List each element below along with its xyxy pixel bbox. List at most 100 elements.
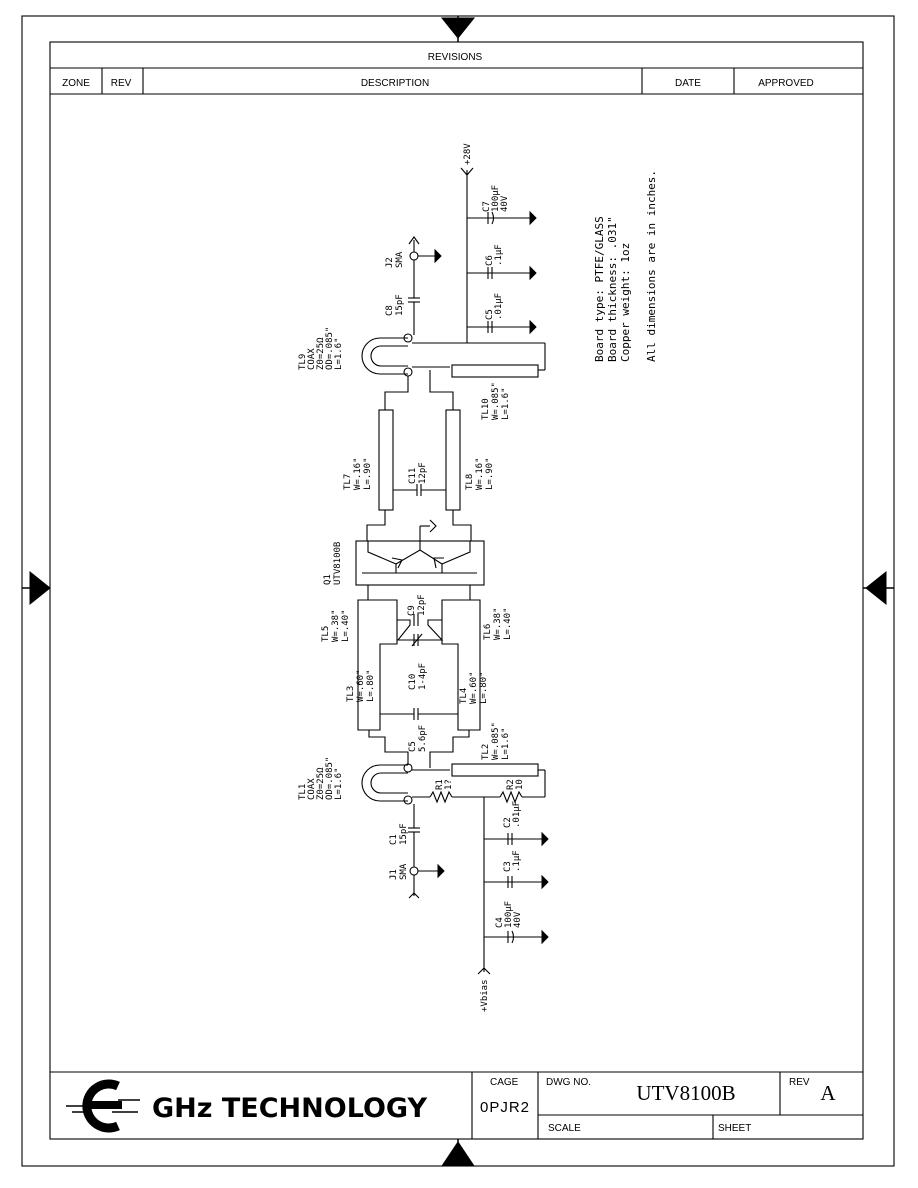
component-label-line: 15pF <box>395 294 405 316</box>
component-label-line: W=.38" <box>331 609 341 642</box>
dwg-no-label: DWG NO. <box>546 1077 591 1088</box>
dwg-no-value: UTV8100B <box>636 1081 735 1105</box>
component-label-line: 12pF <box>417 594 427 616</box>
note-line: Board thickness: .031" <box>606 216 619 362</box>
component-label-line: C8 <box>385 305 395 316</box>
component-label-line: 1-4pF <box>418 663 428 690</box>
component-label-line: Z0=25Ω <box>316 337 326 370</box>
component-label-line: L=.40" <box>341 609 351 642</box>
component-label-line: W=.085" <box>491 382 501 420</box>
col-zone: ZONE <box>62 78 90 89</box>
component-label-c2: C2.01μF <box>503 801 522 828</box>
note-line: All dimensions are in inches. <box>645 170 658 362</box>
component-label-c6: C6.1μF <box>485 244 504 266</box>
component-label-line: C10 <box>408 674 418 690</box>
component-label-line: C1 <box>389 834 399 845</box>
component-label-line: L=1.6" <box>334 337 344 370</box>
component-label-line: SMA <box>399 863 409 880</box>
component-label-line: TL8 <box>465 474 475 490</box>
component-label-line: Z0=25Ω <box>316 767 326 800</box>
component-label-line: L=.90" <box>363 457 373 490</box>
component-label-line: L=1.6" <box>501 727 511 760</box>
component-label-line: W=.38" <box>493 607 503 640</box>
inner-border <box>49 41 864 1140</box>
component-label-line: W=.16" <box>475 457 485 490</box>
note-line: Board type: PTFE/GLASS <box>593 216 606 362</box>
cage-label: CAGE <box>490 1077 519 1088</box>
ground-icon <box>529 319 537 335</box>
component-label-line: 100μF <box>504 901 514 928</box>
component-label-line: TL9 <box>298 354 308 370</box>
component-label-line: SMA <box>395 251 405 268</box>
outer-border <box>21 15 895 1167</box>
ground-icon <box>541 831 549 847</box>
component-label-line: TL5 <box>321 626 331 642</box>
component-label-line: .1μF <box>494 244 504 266</box>
supply-bias-label: +Vbias <box>480 979 490 1012</box>
component-label-line: TL6 <box>483 624 493 640</box>
component-label-line: L=.90" <box>485 457 495 490</box>
component-label-line: W=.085" <box>491 722 501 760</box>
component-label-line: C6 <box>485 255 495 266</box>
component-label-line: J2 <box>385 257 395 268</box>
col-description: DESCRIPTION <box>361 78 429 89</box>
component-label-line: OD=.085" <box>325 327 335 370</box>
ground-icon <box>529 265 537 281</box>
company-name: GHz TECHNOLOGY <box>152 1093 427 1124</box>
component-label-line: .01μF <box>494 293 504 320</box>
ground-icon <box>541 929 549 945</box>
component-label-line: Q1 <box>323 574 333 585</box>
component-label-line: 40V <box>500 195 510 212</box>
component-label-line: .01μF <box>512 801 522 828</box>
cage-value: 0PJR2 <box>480 1099 530 1116</box>
board-notes: Board type: PTFE/GLASS Board thickness: … <box>593 170 658 362</box>
ground-symbols <box>22 16 894 1167</box>
col-approved: APPROVED <box>758 78 814 89</box>
component-label-c5a: C5.01μF <box>485 293 504 320</box>
component-label-line: COAX <box>307 348 317 370</box>
component-label-line: TL3 <box>346 686 356 702</box>
component-label-line: OD=.085" <box>325 757 335 800</box>
ground-icon <box>437 863 445 879</box>
rev-label: REV <box>789 1077 810 1088</box>
component-label-line: W=.60" <box>469 671 479 704</box>
component-label-line: TL4 <box>459 688 469 704</box>
rev-value: A <box>820 1081 836 1105</box>
component-label-line: C9 <box>407 605 417 616</box>
component-label-line: W=.16" <box>353 457 363 490</box>
component-label-line: L=.80" <box>366 669 376 702</box>
component-label-line: .1μF <box>512 850 522 872</box>
scale-label: SCALE <box>548 1123 581 1134</box>
ground-icon <box>529 210 537 226</box>
component-label-line: TL10 <box>481 398 491 420</box>
component-label-line: 15pF <box>399 823 409 845</box>
component-label-line: UTV8100B <box>333 542 343 585</box>
component-label-line: TL1 <box>298 784 308 800</box>
component-label-line: TL7 <box>343 474 353 490</box>
component-label-line: R1 <box>435 779 445 790</box>
component-label-line: J1 <box>389 869 399 880</box>
note-line: Copper weight: 1oz <box>619 243 632 362</box>
ground-icon <box>434 248 442 264</box>
sheet-label: SHEET <box>718 1123 751 1134</box>
component-label-line: C11 <box>408 468 418 484</box>
col-rev: REV <box>111 78 132 89</box>
